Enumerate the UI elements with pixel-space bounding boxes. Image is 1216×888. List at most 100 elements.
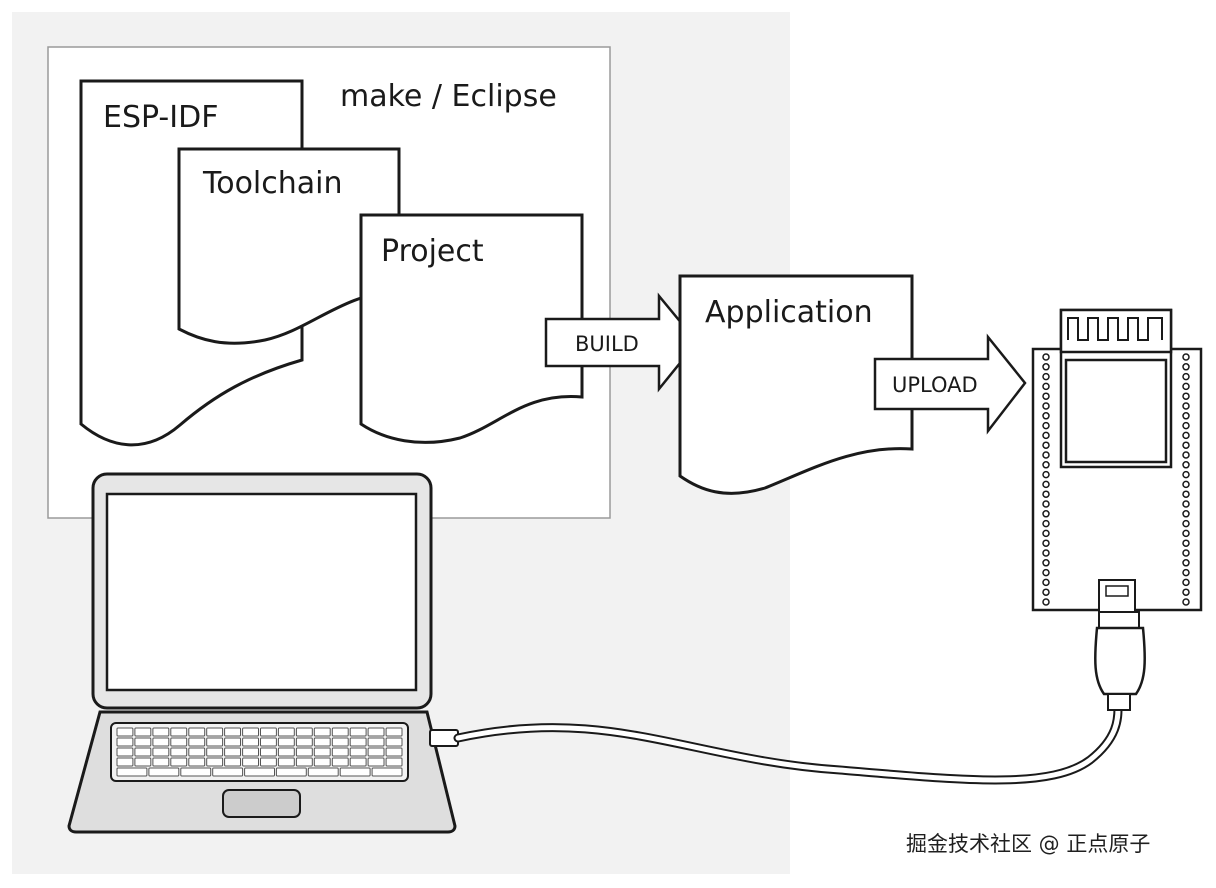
- laptop-key: [277, 747, 295, 757]
- board-pin: [1182, 412, 1190, 420]
- laptop-key: [116, 767, 148, 777]
- board-pin: [1042, 353, 1050, 361]
- laptop-key: [313, 757, 331, 767]
- laptop-key: [349, 727, 367, 737]
- laptop-key: [224, 747, 242, 757]
- board-pin: [1042, 402, 1050, 410]
- laptop-key: [242, 727, 260, 737]
- usb-plug-neck: [1098, 611, 1140, 629]
- board-pin: [1182, 559, 1190, 567]
- board-pin: [1042, 392, 1050, 400]
- laptop-screen: [105, 492, 418, 692]
- board-pin: [1042, 480, 1050, 489]
- board-pin: [1182, 402, 1190, 410]
- laptop-key: [242, 737, 260, 747]
- board-pin: [1042, 539, 1050, 547]
- laptop-key: [260, 737, 277, 747]
- application-label: Application: [705, 295, 873, 330]
- laptop-key: [260, 757, 277, 767]
- laptop-key: [152, 727, 170, 737]
- laptop-key: [116, 737, 134, 747]
- laptop-key: [260, 727, 277, 737]
- laptop-key: [244, 767, 276, 777]
- board-pin: [1042, 559, 1050, 567]
- board-pin: [1182, 441, 1190, 449]
- board-pin: [1042, 500, 1050, 508]
- board-pin: [1182, 372, 1190, 381]
- laptop-key: [371, 767, 403, 777]
- laptop-key: [331, 747, 349, 757]
- board-pin: [1182, 480, 1190, 489]
- project-label: Project: [381, 234, 484, 269]
- upload-arrow: UPLOAD: [873, 333, 1027, 435]
- board-pin: [1042, 363, 1050, 371]
- board-pin: [1042, 578, 1050, 587]
- board-pin: [1042, 421, 1050, 430]
- laptop-key: [224, 757, 242, 767]
- board-pin: [1042, 510, 1050, 518]
- board-pin: [1182, 500, 1190, 508]
- esp-idf-label: ESP-IDF: [103, 100, 218, 135]
- laptop-key: [349, 737, 367, 747]
- usb-cable: [453, 703, 1123, 785]
- laptop-key: [206, 757, 224, 767]
- laptop-key: [367, 737, 385, 747]
- project-document: Project: [359, 213, 584, 444]
- laptop-key: [367, 757, 385, 767]
- board-pin: [1182, 578, 1190, 587]
- build-arrow-label: BUILD: [575, 332, 639, 356]
- laptop-key: [152, 757, 170, 767]
- module-shield: [1064, 358, 1168, 464]
- board-usb-port-inner: [1105, 585, 1129, 597]
- board-pin: [1042, 372, 1050, 381]
- board-pin: [1182, 431, 1190, 440]
- laptop-key: [295, 757, 313, 767]
- laptop-key: [385, 727, 403, 737]
- board-pin: [1182, 461, 1190, 469]
- laptop-key: [349, 747, 367, 757]
- board-pins: [1042, 353, 1190, 606]
- antenna-trace-icon: [1067, 317, 1163, 341]
- laptop-key: [349, 757, 367, 767]
- board-pin: [1182, 392, 1190, 400]
- laptop-key: [188, 747, 206, 757]
- board-pin: [1182, 470, 1190, 479]
- upload-arrow-label: UPLOAD: [892, 373, 978, 397]
- laptop-key: [313, 737, 331, 747]
- laptop-key: [242, 757, 260, 767]
- laptop-key: [385, 747, 403, 757]
- board-pin: [1182, 529, 1190, 538]
- board-pin: [1182, 519, 1190, 528]
- laptop-key: [367, 727, 385, 737]
- laptop-key: [148, 767, 180, 777]
- laptop-key: [188, 727, 206, 737]
- laptop-key: [242, 747, 260, 757]
- laptop-key: [188, 737, 206, 747]
- board-pin: [1042, 382, 1050, 391]
- build-system-label: make / Eclipse: [340, 79, 557, 114]
- application-document: Application: [678, 274, 914, 495]
- board-pin: [1042, 598, 1050, 606]
- board-pin: [1182, 353, 1190, 361]
- laptop-key: [134, 727, 152, 737]
- laptop-key: [152, 747, 170, 757]
- laptop-key: [331, 727, 349, 737]
- watermark-text: 掘金技术社区 @ 正点原子: [906, 832, 1151, 856]
- board-pin: [1042, 470, 1050, 479]
- laptop-key: [224, 727, 242, 737]
- laptop-key: [295, 727, 313, 737]
- board-pin: [1182, 421, 1190, 430]
- board-pin: [1042, 588, 1050, 596]
- board-pin: [1182, 588, 1190, 596]
- laptop-keys: [116, 727, 403, 777]
- board-pin: [1182, 490, 1190, 498]
- laptop-key: [206, 737, 224, 747]
- board-pin: [1042, 549, 1050, 557]
- laptop-key: [152, 737, 170, 747]
- board-pin: [1182, 539, 1190, 547]
- board-pin: [1042, 451, 1050, 459]
- board-pin: [1042, 461, 1050, 469]
- laptop-key: [295, 747, 313, 757]
